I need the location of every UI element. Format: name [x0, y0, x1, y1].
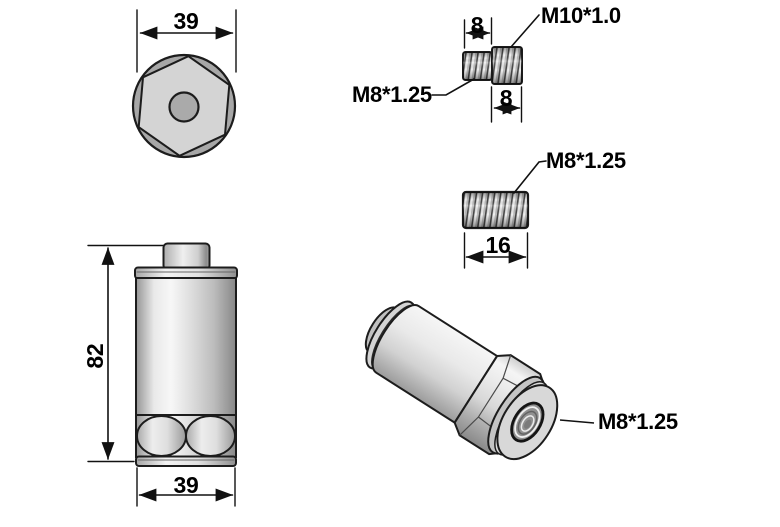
top-view-width-dim: 39	[173, 8, 199, 34]
iso-cylinder-body	[371, 304, 499, 425]
front-view-height-dim: 82	[81, 343, 108, 369]
stud-m8-shading	[463, 52, 492, 80]
top-view	[131, 9, 237, 159]
thread-arc	[517, 410, 538, 435]
thread-arc	[514, 406, 541, 438]
iso-view-thread-label: M8*1.25	[598, 409, 678, 434]
double-stud-m10-thread-label: M10*1.0	[541, 3, 621, 28]
front-view	[87, 242, 238, 507]
front-base-ring	[135, 455, 237, 467]
hex-facet-right	[185, 415, 236, 457]
hex-facet-left	[136, 415, 187, 457]
single-stud-view	[461, 160, 547, 269]
front-boss	[162, 242, 211, 271]
double-stud-m8-thread-label: M8*1.25	[352, 82, 432, 107]
leader-line-m8	[431, 78, 475, 96]
hex-facet-edge	[459, 355, 512, 436]
double-stud-m10-length-dim: 8	[499, 85, 513, 111]
leader-line-m8-single	[513, 160, 547, 194]
double-stud-view	[431, 14, 540, 123]
leader-line-m8-iso	[559, 419, 595, 424]
iso-threaded-hole	[510, 401, 545, 443]
double-stud-m8-length-dim: 8	[470, 12, 484, 38]
stud-m10-shading	[492, 47, 522, 84]
top-view-center-hole	[168, 91, 200, 123]
thread-arc	[520, 415, 535, 432]
single-stud-length-dim: 16	[485, 232, 511, 258]
stud-16mm-shading	[463, 192, 528, 228]
hole-center	[524, 419, 532, 429]
front-cylinder-body	[135, 277, 237, 416]
iso-view	[364, 300, 595, 461]
front-view-width-dim: 39	[173, 472, 199, 498]
front-top-flange	[134, 266, 238, 280]
single-stud-thread-label: M8*1.25	[546, 148, 626, 173]
leader-line-m10	[510, 14, 540, 48]
